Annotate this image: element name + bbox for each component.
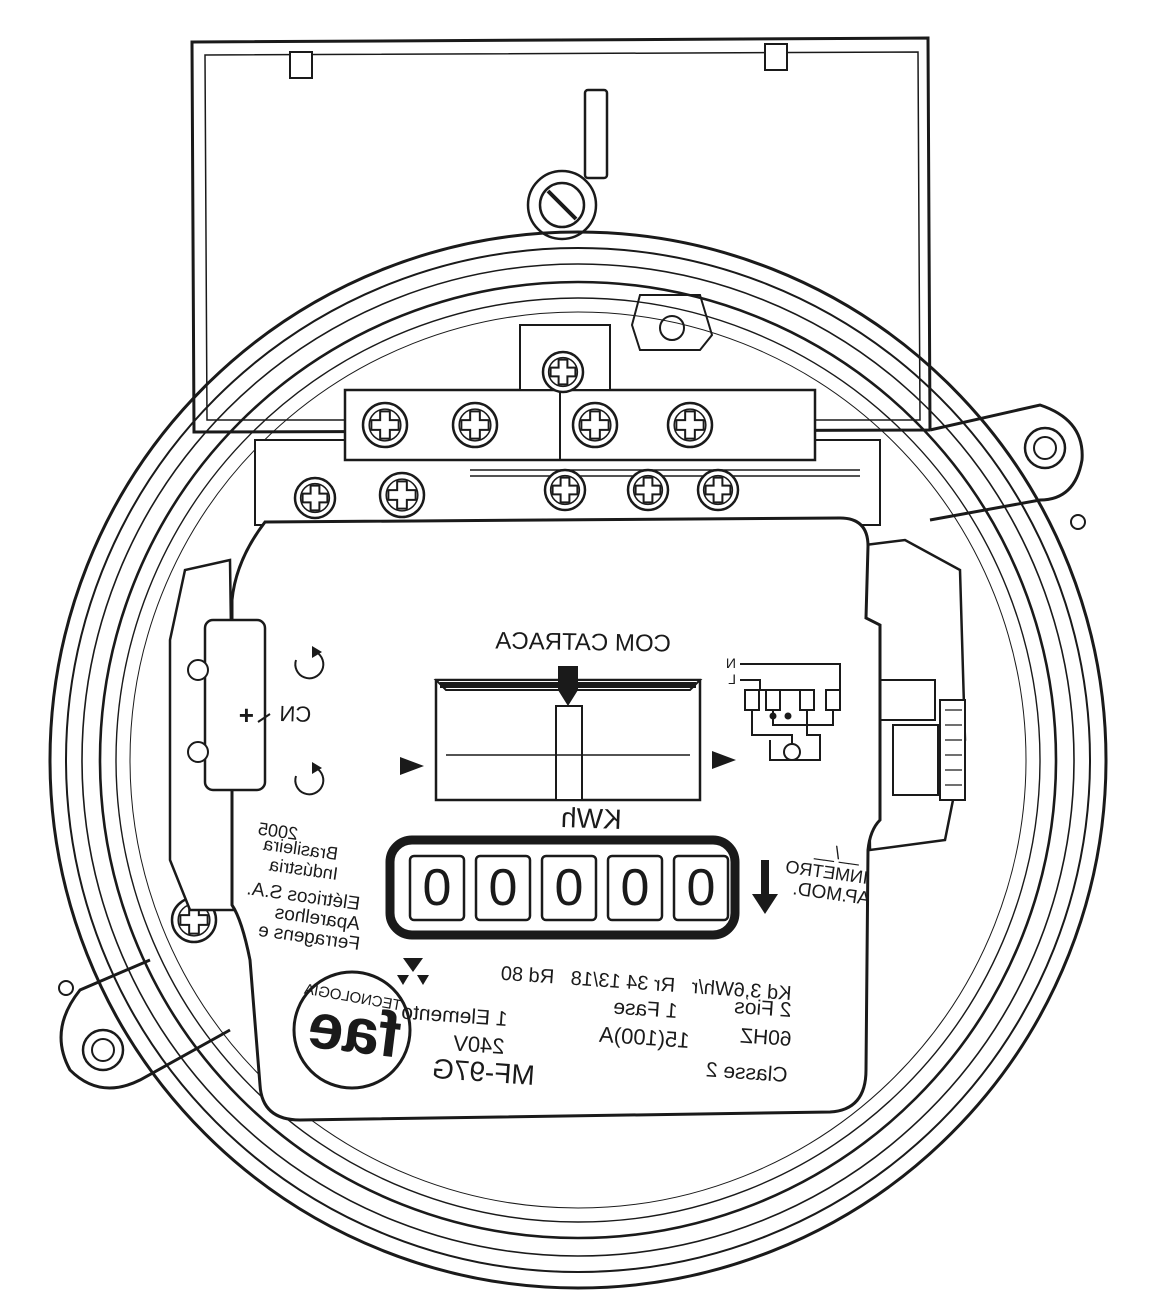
- wiring-n-label: N: [726, 655, 736, 671]
- model-label: MF-97G: [431, 1053, 536, 1091]
- upper-cover: [190, 36, 932, 434]
- frequency-label: 60HZ: [739, 1024, 792, 1051]
- dome-rings: [48, 230, 1108, 1290]
- wiring-l-label: L: [728, 671, 736, 687]
- digit-value: 0: [621, 859, 650, 917]
- terminal-plus-label: +: [239, 700, 254, 730]
- phillips-screw: [378, 471, 426, 519]
- wires-label: 2 Fios: [734, 995, 793, 1022]
- phillips-screw: [666, 401, 714, 449]
- digit-wheel: 0: [474, 854, 532, 922]
- digit-wheel: 0: [672, 854, 730, 922]
- rotation-arrows: [257, 646, 325, 796]
- digit-value: 0: [423, 859, 452, 917]
- digit-wheel: 0: [408, 854, 466, 922]
- digit-wheel: 0: [540, 854, 598, 922]
- side-brackets: [168, 538, 967, 912]
- nameplate: [230, 516, 882, 1122]
- left-terminal-plate: [187, 618, 267, 792]
- phillips-screw: [696, 468, 740, 512]
- cover-pin: [630, 294, 714, 351]
- logo-text: fae: [304, 989, 405, 1072]
- terminal-cn-label: CN: [279, 701, 312, 727]
- phillips-screw: [293, 476, 337, 520]
- phillips-screw: [571, 401, 619, 449]
- cover-seal-screw: [526, 169, 598, 241]
- phillips-screw: [626, 468, 670, 512]
- phillips-screw: [543, 468, 587, 512]
- phillips-screw: [541, 350, 585, 394]
- phillips-screw: [361, 401, 409, 449]
- phase-label: 1 Fase: [613, 996, 679, 1023]
- voltage-label: 240V: [452, 1030, 505, 1059]
- digit-wheel: 0: [606, 854, 664, 922]
- wiring-diagram: [740, 663, 841, 761]
- digit-value: 0: [555, 859, 584, 917]
- class-label: Classe 2: [705, 1058, 788, 1087]
- direction-arrow: [752, 860, 778, 914]
- digit-value: 0: [489, 859, 518, 917]
- register-mechanism: [400, 666, 736, 802]
- ratchet-label: COM CATRACA: [495, 627, 671, 657]
- phillips-screw: [451, 401, 499, 449]
- triangle-mark: [397, 958, 429, 985]
- fae-logo: [292, 970, 412, 1090]
- register-unit-label: KWh: [560, 802, 622, 835]
- digit-value: 0: [687, 859, 716, 917]
